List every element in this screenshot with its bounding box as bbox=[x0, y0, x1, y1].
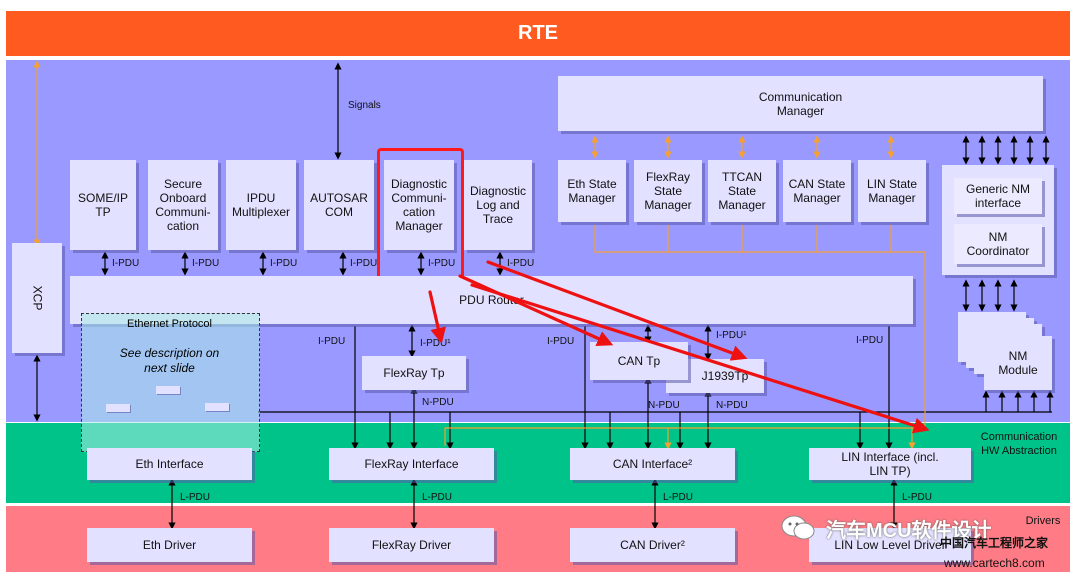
flexray-driver-box: FlexRay Driver bbox=[329, 528, 494, 562]
flexray-state-manager-label: FlexRay State Manager bbox=[644, 170, 692, 212]
ttcan-state-manager-box: TTCAN State Manager bbox=[708, 160, 776, 222]
npdu-label-flexray: N-PDU bbox=[422, 397, 454, 408]
lin-interface-box: LIN Interface (incl. LIN TP) bbox=[809, 448, 971, 480]
ipdu-label-6: I-PDU bbox=[507, 258, 535, 269]
rte-band: RTE bbox=[6, 11, 1070, 56]
xcp-box: XCP bbox=[12, 243, 62, 353]
flexray-interface-label: FlexRay Interface bbox=[364, 457, 459, 471]
can-driver-box: CAN Driver² bbox=[570, 528, 735, 562]
lin-driver-box: LIN Low Level Driver bbox=[809, 528, 971, 562]
eth-interface-label: Eth Interface bbox=[135, 457, 204, 471]
secoc-box: Secure Onboard Communi-cation bbox=[148, 160, 218, 250]
watermark-cn-text: 中国汽车工程师之家 bbox=[940, 536, 1049, 550]
nm-coordinator-label: NM Coordinator bbox=[966, 230, 1030, 258]
flexray-driver-label: FlexRay Driver bbox=[371, 538, 452, 552]
dlt-box: Diagnostic Log and Trace bbox=[464, 160, 532, 250]
ttcan-state-manager-label: TTCAN State Manager bbox=[718, 170, 766, 212]
eth-state-manager-box: Eth State Manager bbox=[558, 160, 626, 222]
ethernet-mini-box-2 bbox=[156, 386, 180, 394]
signals-label: Signals bbox=[348, 100, 381, 111]
lin-state-manager-label: LIN State Manager bbox=[866, 177, 918, 205]
flexray-interface-box: FlexRay Interface bbox=[329, 448, 494, 480]
generic-nm-interface-box: Generic NM interface bbox=[954, 178, 1042, 214]
can-tp-box: CAN Tp bbox=[590, 342, 688, 380]
hw-abstraction-label: Communication HW Abstraction bbox=[974, 430, 1064, 458]
communication-manager-label: Communication Manager bbox=[758, 89, 843, 118]
nm-coordinator-box: NM Coordinator bbox=[954, 224, 1042, 264]
lpdu-label-flexray: L-PDU bbox=[422, 492, 453, 503]
lpdu-label-lin: L-PDU bbox=[902, 492, 933, 503]
communication-manager-box: Communication Manager bbox=[558, 76, 1043, 131]
autosar-com-label: AUTOSAR COM bbox=[310, 191, 368, 219]
ipdu-multiplexer-box: IPDU Multiplexer bbox=[226, 160, 296, 250]
can-interface-box: CAN Interface² bbox=[570, 448, 735, 480]
watermark-text: 汽车MCU软件设计 bbox=[826, 520, 992, 542]
j1939tp-label: J1939Tp bbox=[701, 369, 749, 383]
can-interface-label: CAN Interface² bbox=[612, 457, 693, 471]
ipdu-label-can: I-PDU bbox=[547, 336, 575, 347]
someip-tp-box: SOME/IP TP bbox=[70, 160, 136, 250]
drivers-label: Drivers bbox=[1025, 515, 1061, 527]
ethernet-protocol-area bbox=[81, 313, 260, 452]
ipdu-label-5: I-PDU bbox=[428, 258, 456, 269]
eth-driver-label: Eth Driver bbox=[142, 538, 197, 552]
nm-module-box: NM Module bbox=[984, 336, 1052, 390]
can-state-manager-box: CAN State Manager bbox=[783, 160, 851, 222]
eth-driver-box: Eth Driver bbox=[87, 528, 252, 562]
npdu-label-can: N-PDU bbox=[648, 400, 680, 411]
see-description-text: See description on next slide bbox=[119, 346, 220, 375]
ipdu-label-lin: I-PDU bbox=[856, 335, 884, 346]
dlt-label: Diagnostic Log and Trace bbox=[469, 184, 527, 226]
hw-abstraction-text: Communication HW Abstraction bbox=[980, 431, 1058, 457]
lin-driver-label: LIN Low Level Driver bbox=[834, 538, 946, 552]
dcm-label: Diagnostic Communi-cation Manager bbox=[390, 177, 448, 233]
lin-state-manager-box: LIN State Manager bbox=[858, 160, 926, 222]
can-tp-label: CAN Tp bbox=[617, 354, 661, 368]
ipdu-label-2: I-PDU bbox=[192, 258, 220, 269]
lpdu-label-can: L-PDU bbox=[663, 492, 694, 503]
ethernet-protocol-title: Ethernet Protocol bbox=[127, 318, 212, 330]
ipdu-label-flexray: I-PDU bbox=[318, 336, 346, 347]
ethernet-mini-box-3 bbox=[205, 403, 229, 411]
watermark-url: www.cartech8.com bbox=[944, 556, 1045, 570]
generic-nm-interface-label: Generic NM interface bbox=[965, 182, 1030, 210]
autosar-com-box: AUTOSAR COM bbox=[304, 160, 374, 250]
ipdu-label-1: I-PDU bbox=[112, 258, 140, 269]
eth-state-manager-label: Eth State Manager bbox=[567, 177, 617, 205]
wechat-logo-icon bbox=[780, 514, 816, 542]
lpdu-label-eth: L-PDU bbox=[180, 492, 211, 503]
ethernet-mini-box-1 bbox=[106, 404, 130, 412]
eth-interface-box: Eth Interface bbox=[87, 448, 252, 480]
can-state-manager-label: CAN State Manager bbox=[788, 177, 846, 205]
lin-interface-label: LIN Interface (incl. LIN TP) bbox=[841, 450, 939, 478]
flexray-state-manager-box: FlexRay State Manager bbox=[634, 160, 702, 222]
ipdu-multiplexer-label: IPDU Multiplexer bbox=[231, 191, 291, 219]
secoc-label: Secure Onboard Communi-cation bbox=[155, 177, 211, 233]
someip-tp-label: SOME/IP TP bbox=[77, 191, 128, 219]
flexray-tp-label: FlexRay Tp bbox=[383, 366, 445, 380]
ipdu1-label-j1939: I-PDU¹ bbox=[716, 330, 747, 341]
npdu-label-j1939: N-PDU bbox=[716, 400, 748, 411]
flexray-tp-box: FlexRay Tp bbox=[362, 356, 466, 390]
see-description-note: See description on next slide bbox=[81, 346, 258, 376]
can-driver-label: CAN Driver² bbox=[620, 538, 685, 552]
nm-module-label: NM Module bbox=[998, 349, 1038, 377]
ipdu-label-4: I-PDU bbox=[350, 258, 378, 269]
ipdu-label-3: I-PDU bbox=[270, 258, 298, 269]
dcm-box: Diagnostic Communi-cation Manager bbox=[384, 160, 454, 250]
